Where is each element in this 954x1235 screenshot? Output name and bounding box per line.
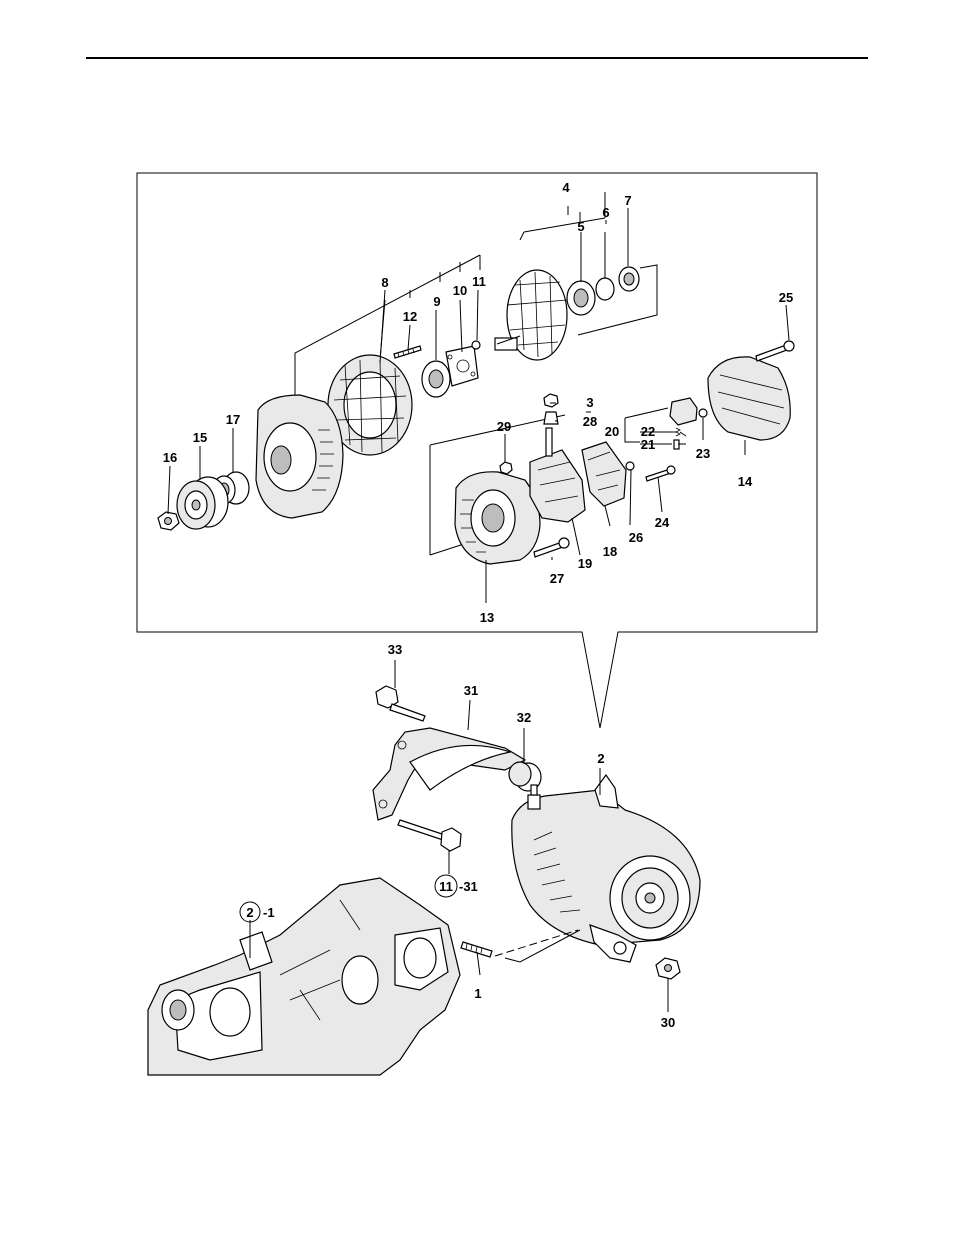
callout-10: 10: [453, 283, 467, 298]
stud: [461, 942, 492, 957]
plate-screw: [472, 341, 480, 349]
callout-7: 7: [624, 193, 631, 208]
stud-bolt: [394, 346, 421, 358]
callout-33: 33: [388, 642, 402, 657]
regulator: [582, 442, 626, 506]
callout-2: 2: [597, 751, 604, 766]
callout-29: 29: [497, 419, 511, 434]
callout-3: 3: [586, 395, 593, 410]
ref-2-1-circle: 2: [246, 905, 253, 920]
rear-cover: [708, 357, 790, 440]
insulator-bush: [544, 412, 558, 424]
rotor: [495, 270, 567, 360]
alternator-assembly: [512, 775, 700, 962]
callout-5: 5: [577, 219, 584, 234]
callout-28: 28: [583, 414, 597, 429]
callout-6: 6: [602, 205, 609, 220]
front-bearing: [422, 361, 450, 397]
callout-19: 19: [578, 556, 592, 571]
adjusting-bracket: [373, 728, 525, 820]
ref-11-31-circle: 11: [439, 879, 453, 894]
bracket-bolt-lower: [398, 820, 461, 851]
ref-11-31-suffix: -31: [459, 879, 478, 894]
terminal-nut: [500, 462, 512, 474]
cover-bolt: [756, 341, 794, 361]
drive-end-frame: [256, 395, 343, 518]
callout-23: 23: [696, 446, 710, 461]
callout-21: 21: [641, 437, 655, 452]
ref-11-31: 11 -31: [435, 875, 478, 897]
callout-9: 9: [433, 294, 440, 309]
rectifier: [530, 428, 585, 522]
bracket-bolt-top: [376, 686, 425, 721]
callout-1: 1: [474, 986, 481, 1001]
callout-13: 13: [480, 610, 494, 625]
callout-26: 26: [629, 530, 643, 545]
ref-2-1-suffix: -1: [263, 905, 275, 920]
brush-holder: [670, 398, 697, 425]
bracket-group-4: [524, 192, 628, 232]
through-bolt: [534, 538, 569, 557]
callout-18: 18: [603, 544, 617, 559]
callout-12: 12: [403, 309, 417, 324]
callout-4: 4: [562, 180, 570, 195]
phantom-line: [495, 930, 578, 956]
callout-11: 11: [472, 274, 486, 289]
rear-frame: [455, 472, 540, 564]
rear-bearing: [567, 281, 595, 315]
callout-32: 32: [517, 710, 531, 725]
alternator-nut: [656, 958, 680, 979]
bearing-collar: [596, 278, 614, 300]
callout-27: 27: [550, 571, 564, 586]
callout-31: 31: [464, 683, 478, 698]
bearing-cover: [619, 267, 639, 291]
ref-2-1: 2 -1: [240, 902, 275, 922]
callout-15: 15: [193, 430, 207, 445]
callout-17: 17: [226, 412, 240, 427]
regulator-screw: [626, 462, 634, 470]
callout-24: 24: [655, 515, 670, 530]
brush-spring: [676, 428, 680, 436]
callout-16: 16: [163, 450, 177, 465]
callout-25: 25: [779, 290, 793, 305]
pulley: [177, 477, 228, 529]
pulley-nut: [158, 512, 179, 530]
gear-case: [148, 878, 460, 1075]
callout-30: 30: [661, 1015, 675, 1030]
callout-14: 14: [738, 474, 753, 489]
callout-20: 20: [605, 424, 619, 439]
holder-screw: [699, 409, 707, 417]
terminal-bolt: [646, 466, 675, 481]
callout-8: 8: [381, 275, 388, 290]
b-terminal-nut: [544, 394, 558, 407]
